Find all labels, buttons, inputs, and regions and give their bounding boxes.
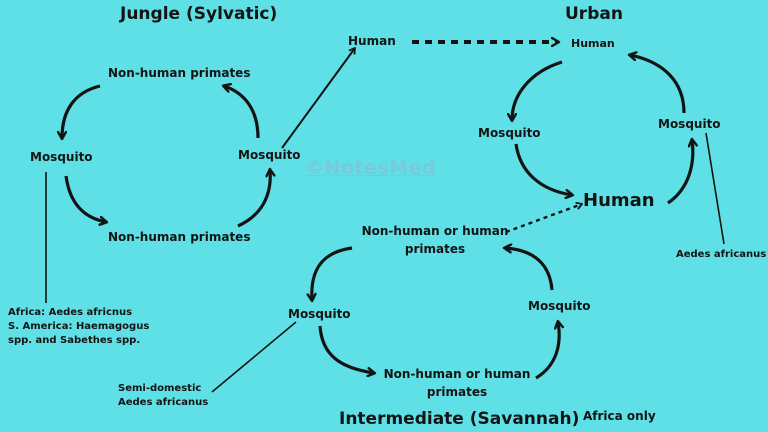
intermediate-bottom-line-2: primates [426, 385, 488, 399]
jungle-note-line-3: spp. and Sabethes spp. [8, 335, 141, 346]
intermediate-vector-note: Semi-domestic Aedes africanus [118, 382, 228, 410]
intermediate-arrow-mosquito-to-primates [318, 325, 374, 373]
africa-only-label: Africa only [583, 409, 656, 423]
intermediate-arrow-primates-to-mosquito-right [535, 322, 559, 380]
intermediate-top-line-1: Non-human or human [361, 224, 509, 238]
urban-arrow-mosquito-to-human [514, 143, 572, 195]
intermediate-node-right: Mosquito [528, 299, 591, 313]
urban-node-top: Human [571, 37, 615, 50]
intermediate-node-bottom: Non-human or human primates [378, 365, 536, 401]
jungle-node-left: Mosquito [30, 150, 93, 164]
jungle-arrow-primates-to-mosquito [62, 84, 101, 138]
intermediate-title: Intermediate (Savannah) [339, 409, 580, 429]
jungle-node-top: Non-human primates [108, 66, 251, 80]
jungle-node-bottom: Non-human primates [108, 230, 251, 244]
jungle-note-line-1: Africa: Aedes africnus [8, 307, 133, 318]
intermediate-bottom-line-1: Non-human or human [383, 367, 531, 381]
intermediate-node-top: Non-human or human primates [356, 222, 514, 258]
jungle-arrow-primates-to-mosquito-right [237, 170, 270, 228]
watermark: ©NotesMed [305, 157, 437, 179]
jungle-arrow-mosquito-to-primates [64, 175, 106, 222]
urban-node-left: Mosquito [478, 126, 541, 140]
intermediate-arrow-primates-to-mosquito [312, 246, 353, 300]
jungle-title: Jungle (Sylvatic) [120, 4, 278, 24]
urban-node-center: Human [583, 190, 655, 211]
intermediate-top-line-2: primates [404, 242, 466, 256]
intermediate-note-line-2: Aedes africanus [118, 397, 209, 408]
urban-human-source: Human [348, 34, 396, 48]
intermediate-arrow-mosquito-to-primates-top [505, 248, 554, 291]
urban-vector-note: Aedes africanus [676, 249, 767, 260]
jungle-to-urban-arrow [281, 47, 356, 149]
jungle-vector-note: Africa: Aedes africnus S. America: Haema… [8, 306, 168, 348]
urban-note-line [705, 132, 725, 245]
intermediate-node-left: Mosquito [288, 307, 351, 321]
urban-arrow-mosquito-to-human-top [630, 55, 686, 114]
intermediate-note-line-1: Semi-domestic [118, 383, 202, 394]
jungle-note-line-2: S. America: Haemagogus [8, 321, 150, 332]
urban-arrow-human-to-mosquito [512, 60, 563, 120]
intermediate-dotted-arrow [505, 202, 583, 234]
urban-arrow-human-to-mosquito-right [667, 140, 693, 205]
urban-title: Urban [565, 4, 623, 24]
urban-node-right: Mosquito [658, 117, 721, 131]
intermediate-note-line [211, 321, 297, 393]
jungle-arrow-mosquito-to-primates-top [224, 86, 260, 139]
jungle-node-right: Mosquito [238, 148, 301, 162]
